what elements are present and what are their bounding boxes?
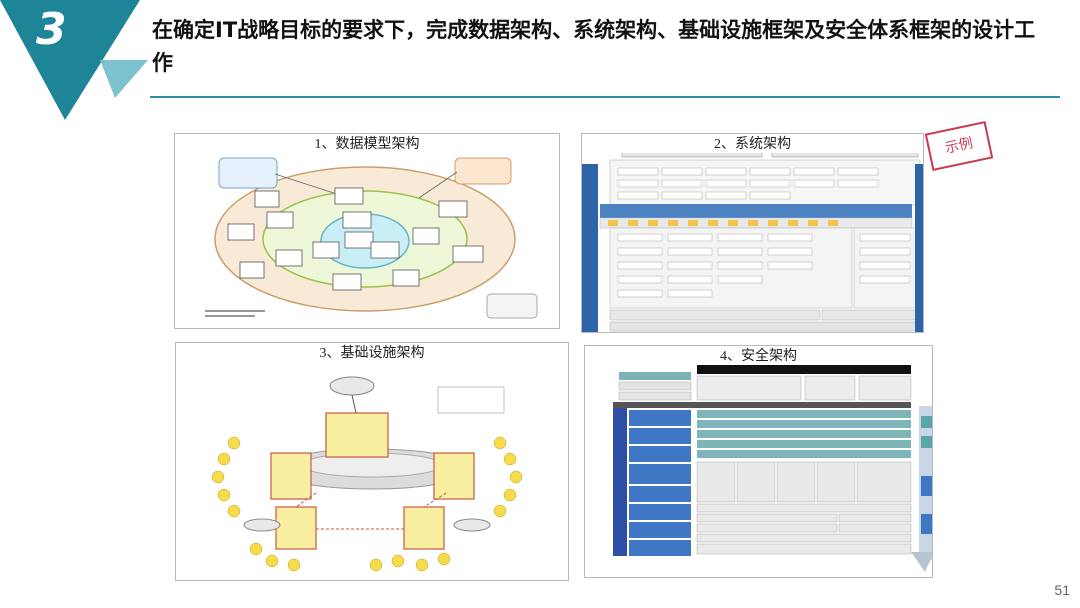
infrastructure-diagram <box>211 376 523 572</box>
slide-title: 在确定IT战略目标的要求下，完成数据架构、系统架构、基础设施框架及安全体系框架的… <box>152 18 1036 75</box>
infrastructure-title: 3、基础设施架构 <box>311 346 433 361</box>
section-badge <box>0 0 148 120</box>
section-number: 3 <box>36 4 67 55</box>
example-stamp: 示例 <box>924 120 994 172</box>
security-title: 4、安全架构 <box>712 349 805 364</box>
data-model-title: 1、数据模型架构 <box>306 137 428 152</box>
title-divider <box>150 96 1060 98</box>
security-panel: 4、安全架构 <box>584 345 933 578</box>
data-model-panel: 1、数据模型架构 <box>174 133 560 329</box>
infrastructure-panel: 3、基础设施架构 <box>175 342 569 581</box>
system-title: 2、系统架构 <box>706 137 799 152</box>
system-diagram <box>582 147 923 332</box>
data-model-diagram <box>205 157 538 319</box>
page-number: 51 <box>1054 582 1070 598</box>
security-diagram <box>613 364 932 572</box>
system-panel: 2、系统架构 <box>581 133 924 333</box>
